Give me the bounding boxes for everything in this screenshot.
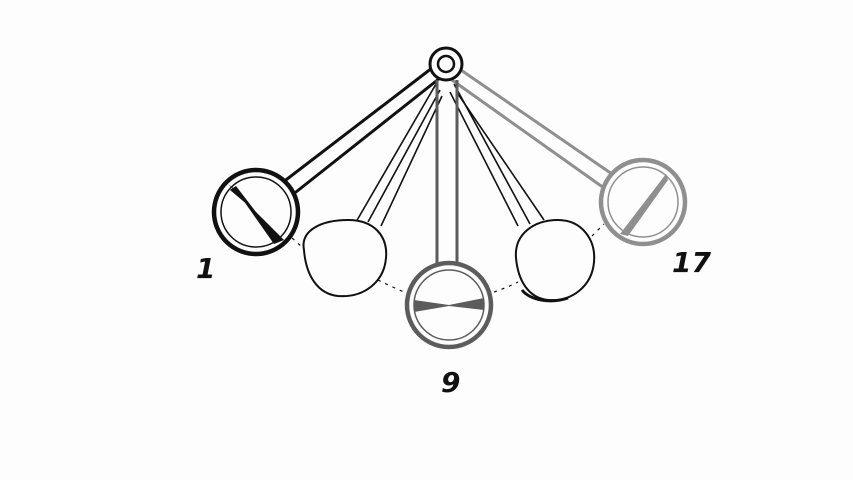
frame-label-first: 1 <box>196 252 215 285</box>
frame-label-last: 17 <box>672 246 711 279</box>
bob-frame-1 <box>211 167 301 257</box>
bob-inbetween-left <box>302 218 388 298</box>
pivot-icon <box>428 46 464 82</box>
bob-frame-17 <box>598 157 688 247</box>
pendulum-rod-frame-17 <box>450 66 614 190</box>
pendulum-rod-inbetween-right <box>449 83 545 227</box>
bob-frame-9 <box>404 260 494 350</box>
pendulum-rod-inbetween-left <box>355 83 443 227</box>
bob-inbetween-right <box>514 218 596 303</box>
frame-label-middle: 9 <box>441 366 460 399</box>
pendulum-rod-frame-1 <box>276 66 442 194</box>
pendulum-rod-frame-9 <box>435 80 459 264</box>
